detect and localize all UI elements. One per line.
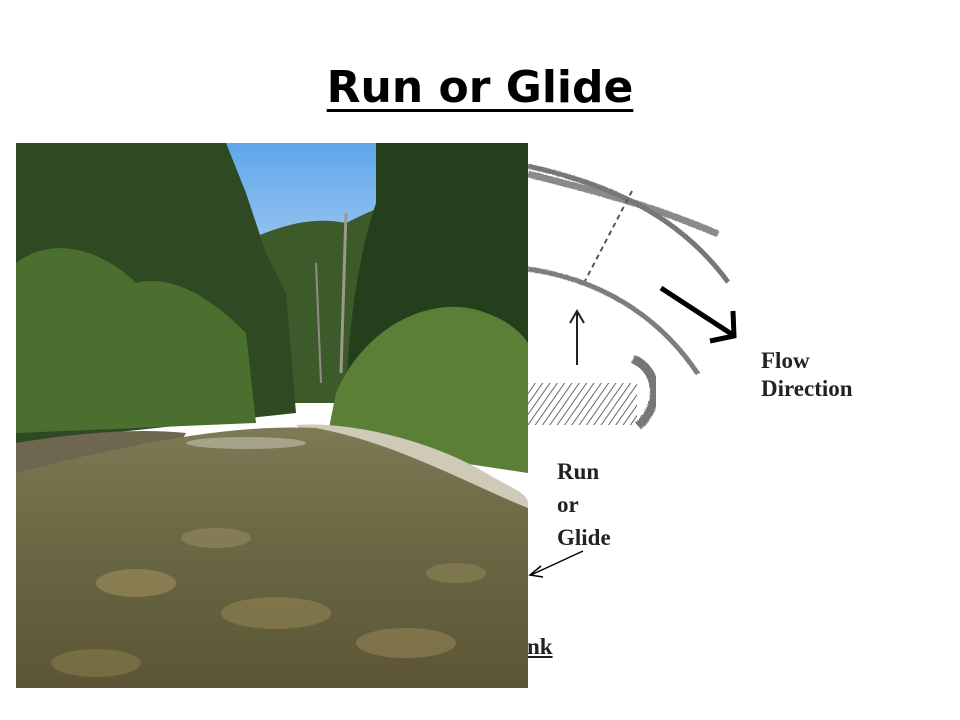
cross-section-line bbox=[584, 190, 633, 282]
flow-arrow-shaft bbox=[659, 285, 735, 338]
slide-title: Run or Glide bbox=[326, 62, 634, 113]
stone-1 bbox=[96, 569, 176, 597]
left-trees-light bbox=[16, 248, 256, 433]
riffle-foam bbox=[186, 437, 306, 449]
photo-illustration bbox=[16, 143, 528, 688]
stream-diagram: Flow Direction Run or Glide nk bbox=[527, 143, 960, 720]
run-or-glide-label: Run or Glide bbox=[557, 455, 611, 554]
stream-run-photo bbox=[16, 143, 528, 688]
up-arrow-head bbox=[569, 309, 585, 324]
flow-arrow-head bbox=[709, 310, 737, 344]
stone-2 bbox=[221, 597, 331, 629]
pointer-arrow-head bbox=[528, 565, 544, 578]
pointer-arrow-shaft bbox=[530, 550, 584, 576]
stone-5 bbox=[181, 528, 251, 548]
bank-label-fragment: nk bbox=[527, 634, 553, 659]
snag-tree-1 bbox=[339, 212, 348, 374]
run-label-line2: or bbox=[557, 492, 579, 517]
flow-label-line1: Flow bbox=[761, 348, 810, 373]
outer-bank-line bbox=[527, 169, 719, 237]
right-shrubs bbox=[326, 306, 528, 473]
diagram-drawing bbox=[527, 162, 737, 578]
stone-3 bbox=[356, 628, 456, 658]
flow-label-line2: Direction bbox=[761, 375, 853, 401]
inner-bank-line bbox=[527, 265, 700, 375]
outer-bank-curve bbox=[527, 162, 730, 283]
flow-direction-label: Flow Direction bbox=[761, 347, 853, 402]
stream-water bbox=[16, 427, 528, 688]
riffle-edge bbox=[629, 353, 658, 429]
snag-tree-2 bbox=[315, 262, 322, 384]
run-label-line3: Glide bbox=[557, 525, 611, 550]
run-label-line1: Run bbox=[557, 459, 600, 484]
riffle-hatch bbox=[527, 383, 637, 425]
stone-6 bbox=[426, 563, 486, 583]
stone-4 bbox=[51, 649, 141, 677]
